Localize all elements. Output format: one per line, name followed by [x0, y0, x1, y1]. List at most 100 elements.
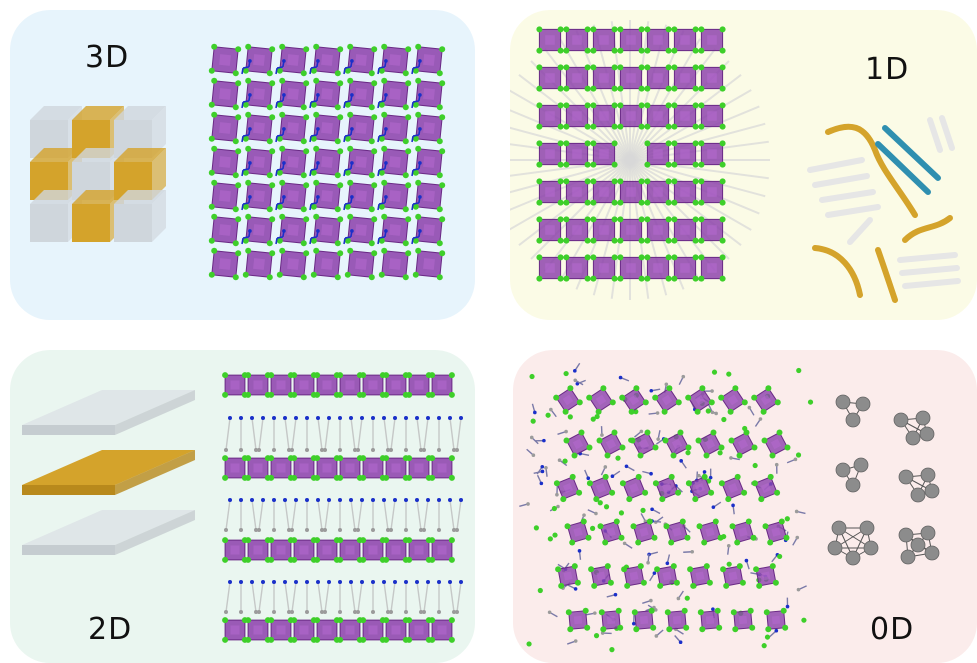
organic-spacer	[449, 499, 455, 531]
nitrogen-atom	[350, 229, 354, 233]
carbon-atom	[419, 448, 423, 452]
molecule-atom	[622, 541, 627, 546]
halide-atom	[719, 85, 726, 92]
carbon-atom	[305, 448, 309, 452]
halide-atom	[719, 216, 726, 223]
halide-atom	[412, 271, 419, 278]
halide-atom	[360, 636, 367, 643]
halide-atom	[310, 237, 317, 244]
halide-atom	[211, 213, 218, 220]
halide-atom	[562, 458, 568, 464]
octahedron-facet	[276, 625, 286, 635]
halide-atom	[684, 534, 691, 541]
halide-atom	[378, 237, 385, 244]
organic-cation	[242, 168, 250, 171]
carbon-atom	[239, 528, 243, 532]
halide-atom	[584, 178, 591, 185]
octahedron-facet	[287, 156, 299, 168]
organic-cation	[378, 100, 386, 103]
organic-cation	[412, 236, 420, 239]
halide-atom	[758, 496, 765, 503]
halide-atom	[536, 199, 543, 206]
organic-cation	[412, 134, 420, 137]
halide-atom	[276, 203, 283, 210]
organic-cation	[275, 169, 278, 177]
halide-atom	[640, 579, 647, 586]
organic-cation	[344, 168, 352, 171]
octahedron-facet	[661, 394, 673, 406]
octahedron-facet	[322, 463, 332, 473]
halide-atom	[562, 408, 569, 415]
gold-sheet-edge	[22, 485, 115, 495]
halide-atom	[584, 624, 591, 631]
halide-atom	[415, 111, 422, 118]
halide-atom	[644, 64, 651, 71]
halide-atom	[745, 518, 752, 525]
halide-atom	[563, 254, 570, 261]
halide-atom	[436, 70, 443, 77]
octahedron-facet	[653, 149, 663, 159]
halide-atom	[670, 452, 677, 459]
organic-cation	[411, 203, 414, 211]
nitrogen-atom	[350, 59, 354, 63]
grey-block-side	[152, 106, 166, 158]
octahedron-facet	[707, 149, 717, 159]
organic-spacer	[225, 417, 231, 451]
organic-cation	[275, 237, 278, 245]
halide-atom	[402, 138, 409, 145]
halide-atom	[611, 102, 618, 109]
carbon-atom	[320, 610, 324, 614]
halide-atom	[578, 429, 585, 436]
halide-atom	[609, 647, 615, 653]
halide-atom	[245, 145, 252, 152]
halide-atom	[671, 237, 678, 244]
halide-atom	[692, 237, 699, 244]
octahedron-facet	[253, 463, 263, 473]
halide-atom	[560, 496, 567, 503]
halide-atom	[698, 102, 705, 109]
halide-atom	[268, 372, 275, 379]
panel-3d: 3D	[10, 10, 475, 320]
octahedron-facet	[606, 527, 616, 537]
halide-atom	[638, 178, 645, 185]
organic-spacer	[324, 499, 330, 531]
nitrogen-atom	[316, 229, 320, 233]
cluster-atom	[919, 426, 935, 442]
molecule-atom	[556, 504, 560, 509]
halide-atom	[685, 444, 692, 451]
nitrogen-atom	[371, 580, 375, 584]
organic-spacer	[350, 581, 356, 613]
octahedron-facet	[423, 190, 435, 202]
halide-atom	[269, 250, 276, 257]
octahedron-facet	[437, 380, 447, 390]
halide-atom	[381, 43, 388, 50]
halide-atom	[617, 123, 624, 130]
halide-atom	[654, 566, 661, 573]
organic-cation	[276, 168, 284, 171]
grey-sheet	[22, 510, 195, 545]
molecule-atom	[702, 470, 707, 474]
halide-atom	[719, 275, 726, 282]
halide-atom	[300, 70, 307, 77]
label-3d: 3D	[85, 40, 130, 75]
octahedron-facet	[253, 156, 265, 168]
octahedron-facet	[771, 527, 781, 537]
organic-cation	[343, 237, 346, 245]
halide-atom	[675, 399, 682, 406]
octahedron-facet	[545, 35, 555, 45]
octahedron-facet	[389, 258, 401, 270]
nitrogen-atom	[250, 416, 254, 420]
organic-spacer	[423, 581, 429, 613]
halide-atom	[692, 85, 699, 92]
octahedron-facet	[653, 225, 663, 235]
halide-atom	[617, 275, 624, 282]
halide-atom	[666, 385, 673, 392]
halide-atom	[222, 636, 229, 643]
halide-atom	[347, 145, 354, 152]
cluster-atom	[893, 412, 909, 428]
halide-atom	[368, 274, 375, 281]
halide-atom	[334, 240, 341, 247]
organic-cation	[344, 66, 352, 69]
halide-atom	[337, 617, 344, 624]
carbon-atom	[305, 610, 309, 614]
